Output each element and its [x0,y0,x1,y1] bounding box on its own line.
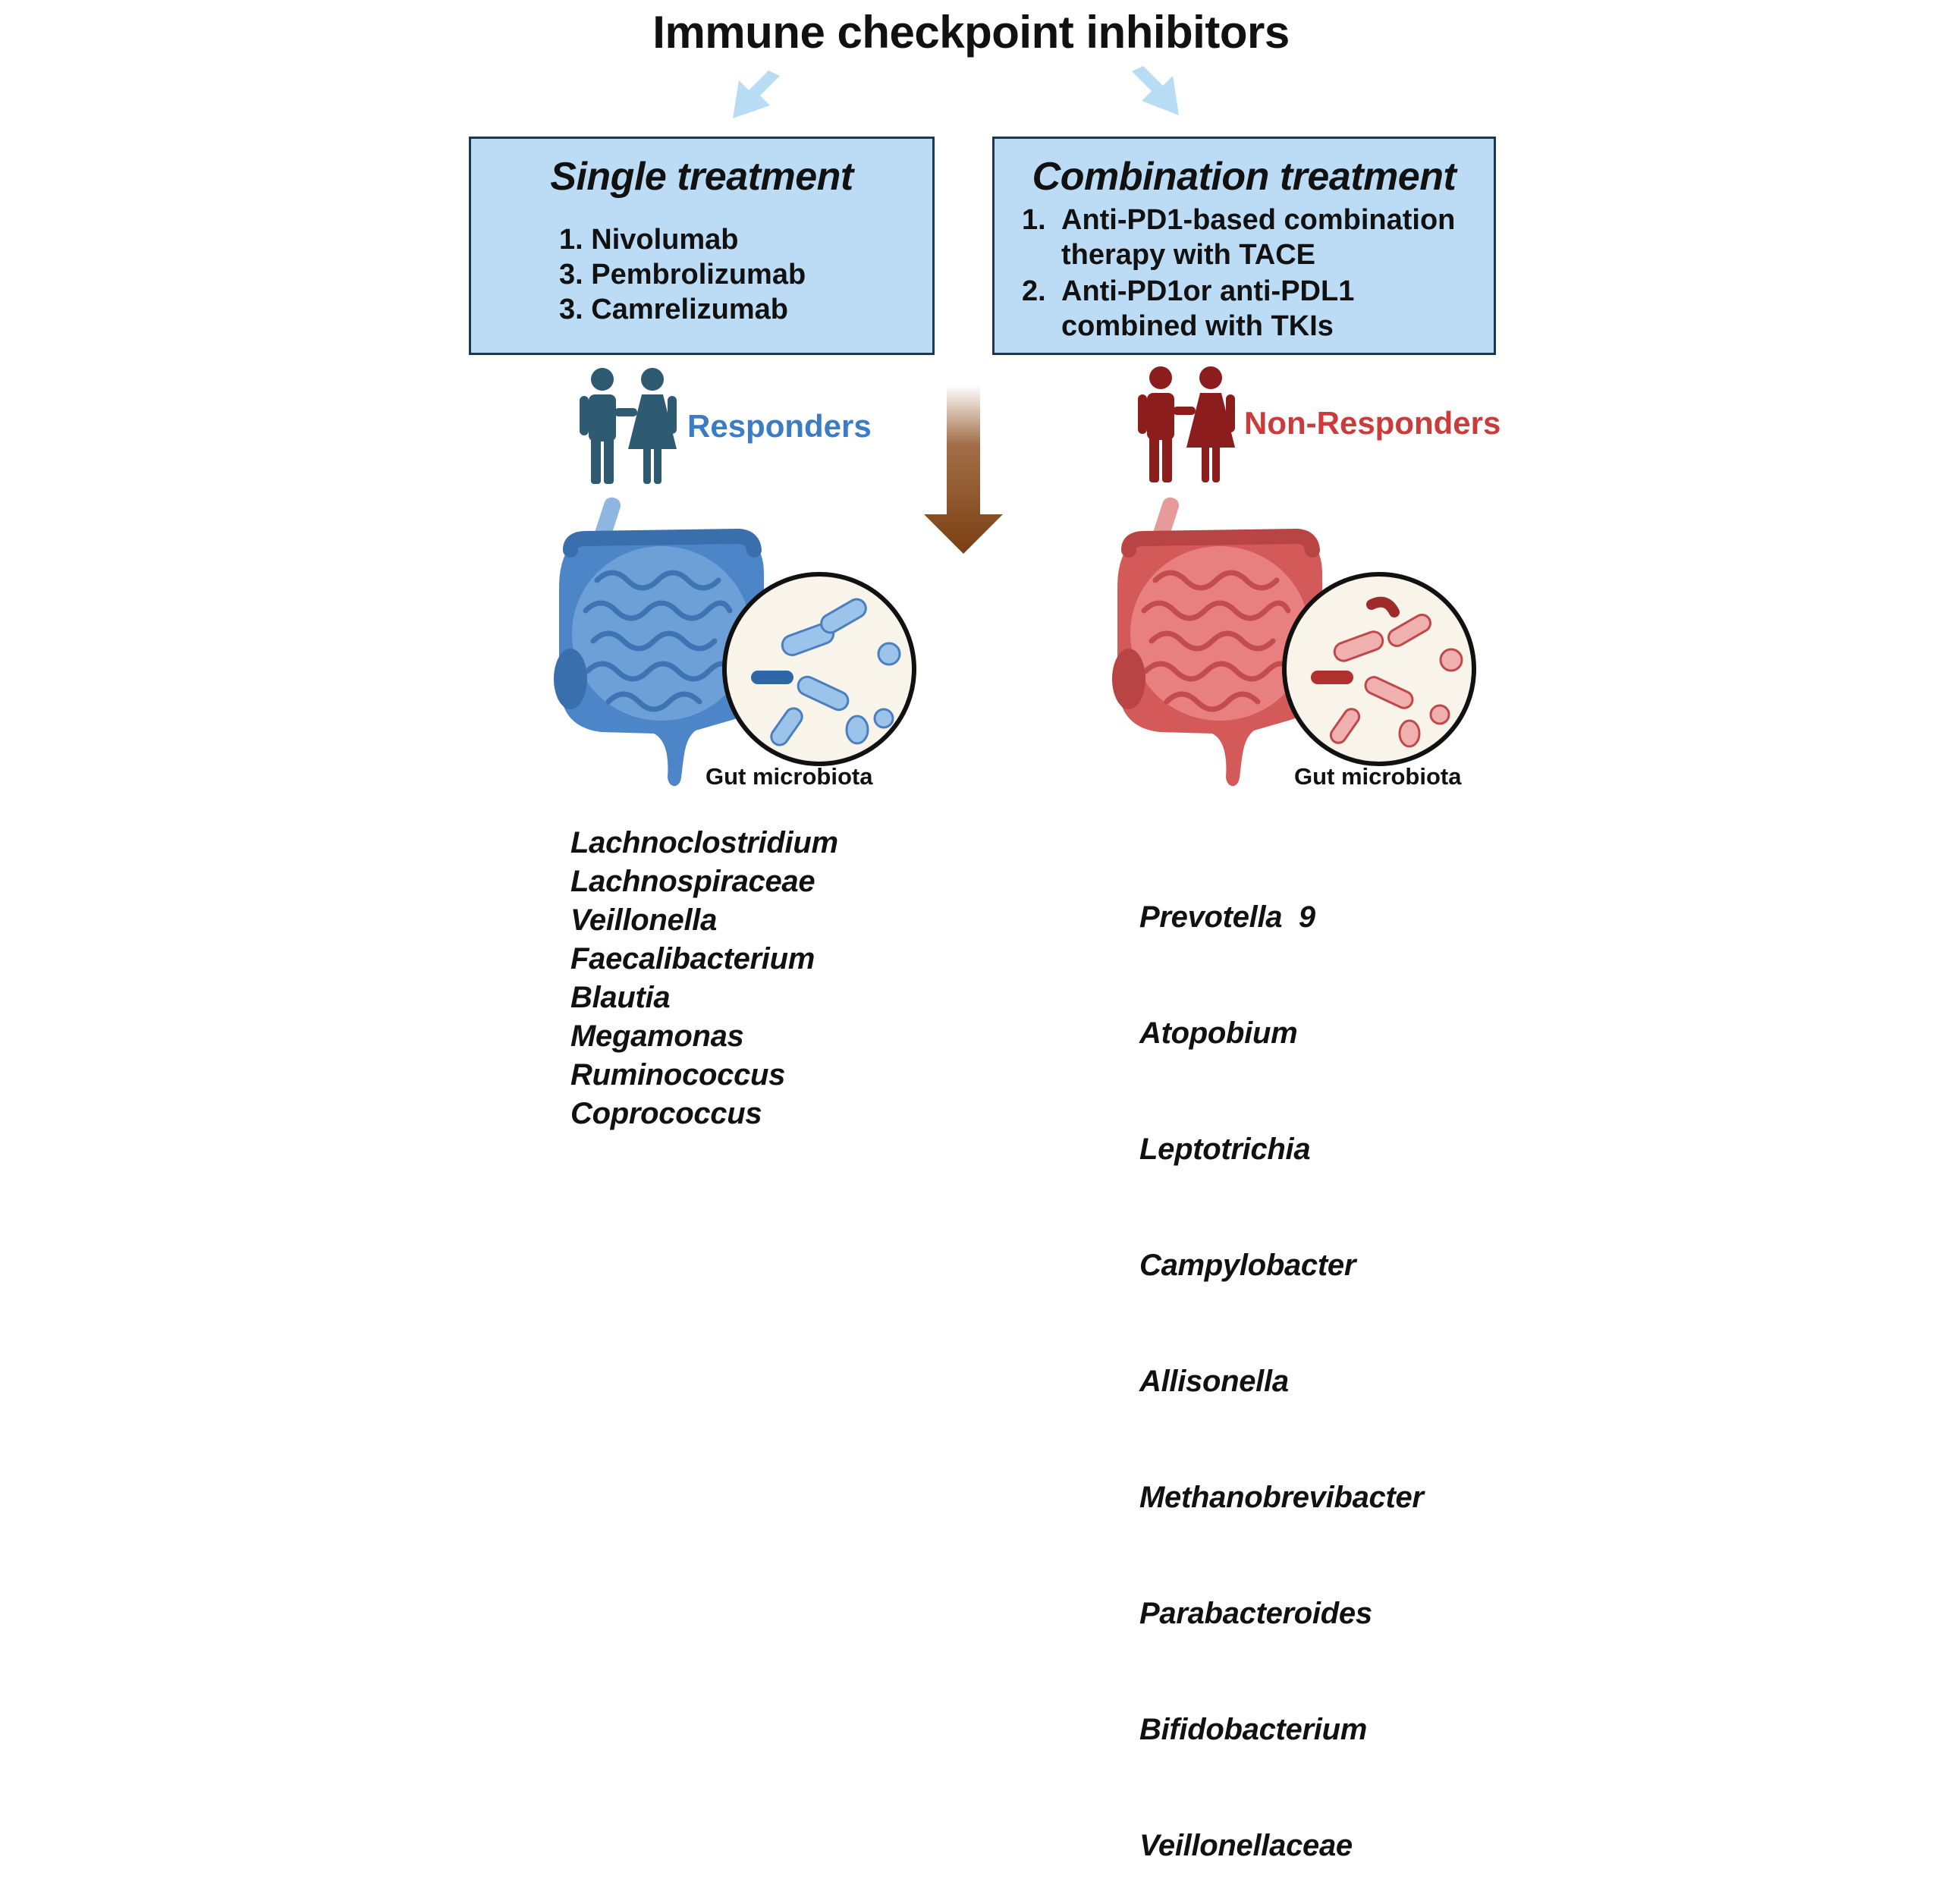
arrow-to-combination-icon [1132,66,1179,115]
single-treatment-box: Single treatment 1. Nivolumab 3. Pembrol… [469,137,935,355]
non-responders-bacteria-magnifier-icon [1282,572,1476,766]
responders-couple-icon [580,368,677,484]
single-treatment-item: 3. Camrelizumab [559,294,788,325]
taxon-item: Veillonellaceae [1139,1829,1353,1862]
single-treatment-item: 1. Nivolumab [559,224,739,256]
combination-treatment-title: Combination treatment [1032,155,1456,199]
taxon-item: Atopobium [1139,1016,1298,1050]
non-responders-label: Non-Responders [1244,405,1501,441]
taxon-item: Veillonella [570,903,718,937]
taxon-item: Ruminococcus [570,1058,786,1092]
single-treatment-title: Single treatment [550,155,853,199]
taxon-item: Faecalibacterium [570,942,815,976]
taxon-item: Megamonas [570,1020,744,1053]
taxon-item: Leptotrichia [1139,1133,1311,1166]
taxon-item: Lachnoclostridium [570,826,838,859]
combination-item-number: 2. [1022,275,1046,307]
combination-item-number: 1. [1022,204,1046,236]
taxon-item: Allisonella [1139,1365,1289,1398]
taxon-item: Lachnospiraceae [570,865,815,898]
taxon-item: Methanobrevibacter [1139,1481,1424,1514]
taxon-item: Prevotella 9 [1139,900,1315,934]
responders-intestine-icon [554,497,764,787]
non-responders-taxa-list: Prevotella 9 Atopobium Leptotrichia Camp… [1139,821,1424,1904]
combination-item-text: Anti-PD1-based combination therapy with … [1061,204,1456,271]
responders-gut-caption: Gut microbiota [705,763,873,790]
taxon-item: Blautia [570,981,671,1014]
taxon-item: Bifidobacterium [1139,1713,1367,1746]
combination-item-text: Anti-PD1or anti-PDL1 combined with TKIs [1061,275,1355,342]
non-responders-gut-caption: Gut microbiota [1294,763,1462,790]
responders-taxa-list: Lachnoclostridium Lachnospiraceae Veillo… [570,824,838,1133]
arrow-to-single-icon [733,71,780,118]
taxon-item: Campylobacter [1139,1249,1356,1282]
responders-label: Responders [687,408,872,444]
taxon-item: Coprococcus [570,1097,762,1130]
non-responders-couple-icon [1138,366,1235,482]
combination-treatment-box: Combination treatment 1. Anti-PD1-based … [992,137,1496,355]
single-treatment-item: 3. Pembrolizumab [559,259,806,291]
taxon-item: Parabacteroides [1139,1597,1372,1630]
responders-bacteria-magnifier-icon [722,572,916,766]
down-arrow-icon [924,385,1003,554]
non-responders-intestine-icon [1112,497,1322,787]
diagram-title: Immune checkpoint inhibitors [652,7,1290,58]
